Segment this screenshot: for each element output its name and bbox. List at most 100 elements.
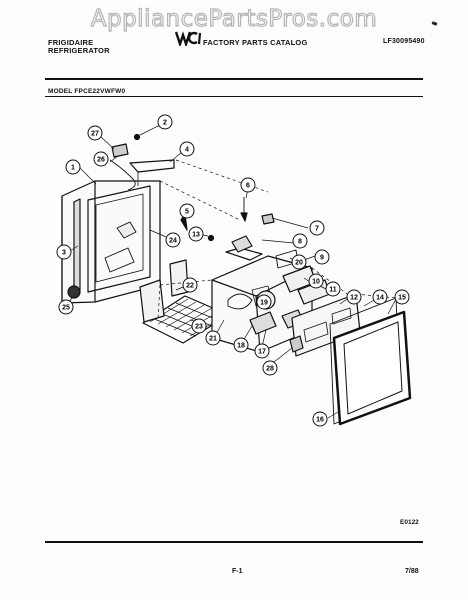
callout-circle [394,289,410,305]
callout-label: 25 [62,305,70,312]
callout-15: 15 [394,289,410,305]
callout-circle [292,233,308,249]
callout-label: 5 [185,209,189,216]
callout-14: 14 [372,289,388,305]
drain-cap [67,285,81,299]
callout-22: 22 [182,277,198,293]
brand-name: FRIGIDAIRE [48,38,94,47]
callout-label: 24 [169,238,177,245]
catalog-date: 7/88 [405,568,419,575]
callout-8: 8 [292,233,308,249]
callout-circle [308,273,324,289]
screw [133,133,141,141]
callout-1: 1 [65,159,81,175]
callout-circle [191,318,207,334]
callout-10: 10 [308,273,324,289]
callout-label: 23 [195,324,203,331]
callout-label: 9 [320,255,324,262]
screw [207,234,215,242]
figure-code: E0122 [400,519,419,526]
callout-20: 20 [291,254,307,270]
top-bracket [129,159,175,173]
callout-label: 6 [246,183,250,190]
callout-circle [182,277,198,293]
callout-label: 21 [209,336,217,343]
footer-rule [45,541,423,543]
callout-24: 24 [165,232,181,248]
page-number: F-1 [232,568,243,575]
callout-label: 15 [398,295,406,302]
callout-27: 27 [87,125,103,141]
callout-21: 21 [205,330,221,346]
callout-label: 1 [71,165,75,172]
callout-19: 19 [256,294,272,310]
product-type: REFRIGERATOR [48,46,110,55]
callout-circle [157,114,173,130]
callout-2: 2 [157,114,173,130]
callout-28: 28 [262,360,278,376]
callout-circle [58,299,74,315]
callout-label: 8 [298,239,302,246]
callout-12: 12 [346,289,362,305]
callout-circle [254,343,270,359]
callout-label: 2 [163,120,167,127]
callout-11: 11 [325,281,341,297]
wire-harness [109,159,136,191]
dispenser-lever [104,247,135,273]
callout-circle [93,151,109,167]
callout-circle [205,330,221,346]
callout-circle [291,254,307,270]
callout-label: 3 [62,250,66,257]
callout-4: 4 [179,141,195,157]
callout-circle [233,337,249,353]
callout-label: 10 [312,279,320,286]
callout-5: 5 [179,203,195,219]
callout-label: 16 [316,417,324,424]
callout-23: 23 [191,318,207,334]
callout-17: 17 [254,343,270,359]
callout-circle [56,244,72,260]
clip-part [111,143,129,158]
callout-label: 7 [315,226,319,233]
catalog-part-number: LF30095490 [383,38,425,45]
callout-label: 27 [91,131,99,138]
callout-label: 13 [192,232,200,239]
callout-label: 11 [329,287,337,294]
callout-label: 17 [258,349,266,356]
callout-circle [179,141,195,157]
callout-label: 18 [237,343,245,350]
callout-circle [325,281,341,297]
callout-circle [309,220,325,236]
callout-circle [240,177,256,193]
callout-label: 26 [97,157,105,164]
drip-tray [139,279,165,323]
dispenser-door-trim [332,310,412,426]
callout-circle [262,360,278,376]
catalog-title: FACTORY PARTS CATALOG [203,38,308,47]
callout-18: 18 [233,337,249,353]
callout-circle [65,159,81,175]
callout-label: 14 [376,295,384,302]
model-rule [45,96,423,97]
callout-3: 3 [56,244,72,260]
callout-26: 26 [93,151,109,167]
header-rule [45,78,423,80]
watermark: AppliancePartsPros.com [90,5,378,32]
callout-25: 25 [58,299,74,315]
callout-7: 7 [309,220,325,236]
callout-circle [372,289,388,305]
callout-circle [179,203,195,219]
callout-6: 6 [240,177,256,193]
callout-label: 12 [350,295,358,302]
callout-label: 4 [185,147,189,154]
wci-logo [175,31,201,46]
callout-label: 22 [186,283,194,290]
callout-circle [87,125,103,141]
callout-label: 20 [295,260,303,267]
model-label: MODEL FPCE22VWFW0 [48,88,126,95]
callout-circle [256,294,272,310]
callout-label: 19 [260,300,268,307]
